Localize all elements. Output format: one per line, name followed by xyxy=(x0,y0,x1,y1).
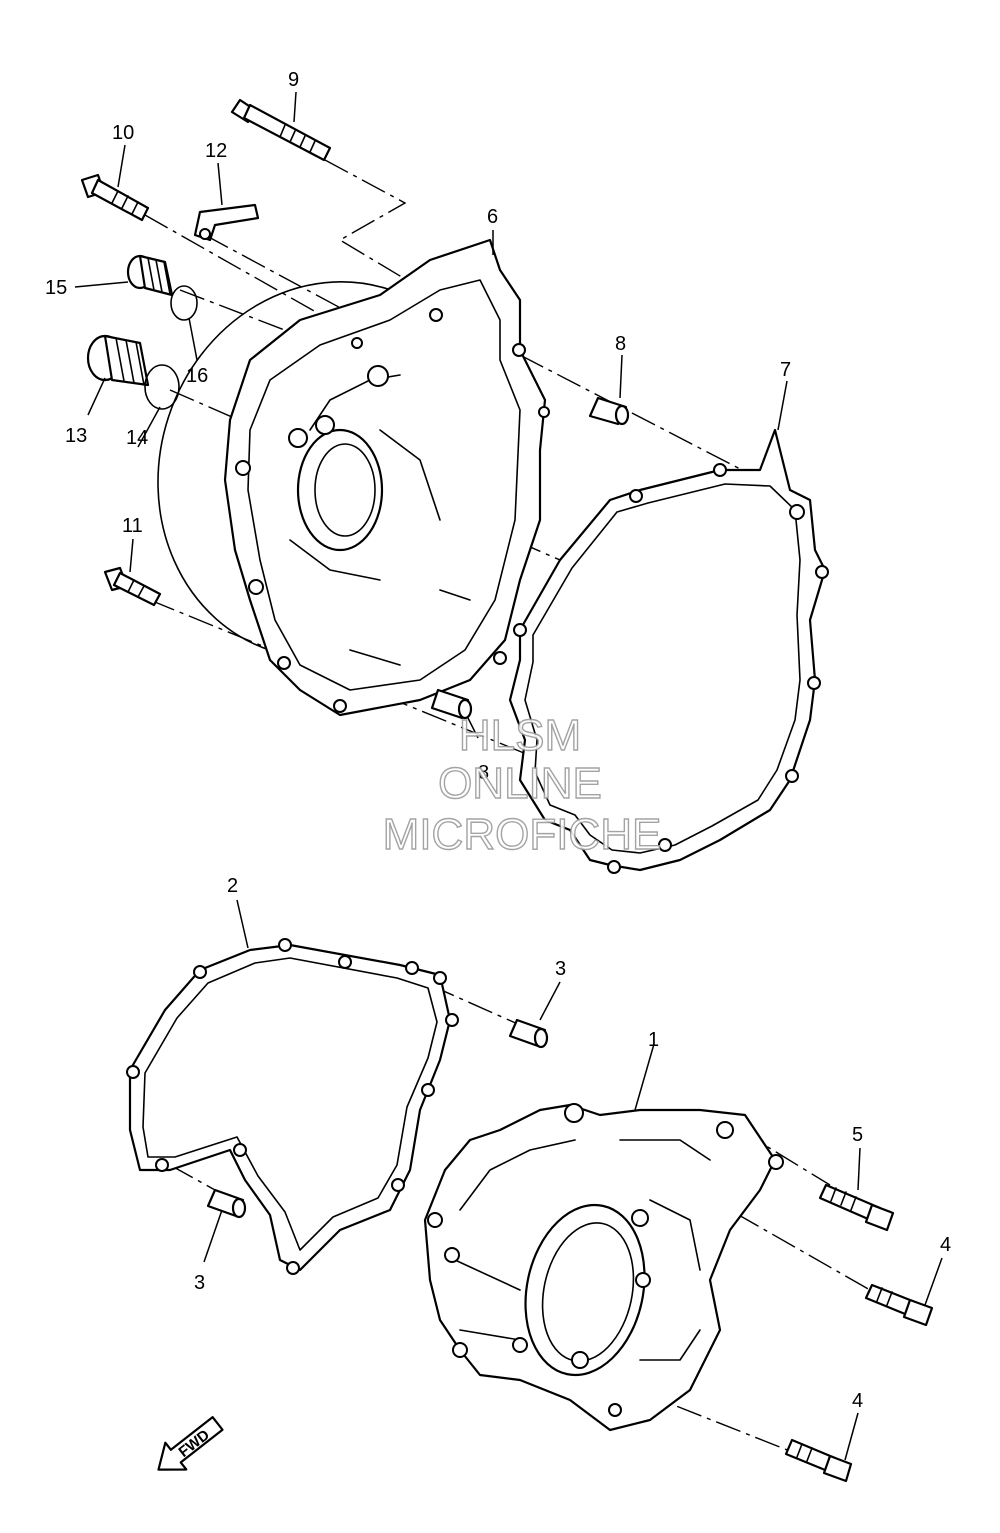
bolt-4-lower xyxy=(784,1438,853,1483)
callout-labels: 9 10 12 6 15 16 13 14 8 7 11 8 2 3 1 5 4… xyxy=(45,69,951,1412)
bolt-5 xyxy=(818,1183,895,1232)
bracket-12 xyxy=(193,203,260,242)
plug-15 xyxy=(126,254,174,297)
generator-cover xyxy=(423,1103,784,1432)
callout-15: 15 xyxy=(45,277,67,299)
callout-14: 14 xyxy=(126,427,148,449)
watermark-line-2: ONLINE xyxy=(438,759,602,808)
bolt-10 xyxy=(80,173,150,222)
callout-3-lower: 3 xyxy=(194,1272,205,1294)
watermark-line-1: HLSM xyxy=(459,711,581,760)
callout-13: 13 xyxy=(65,425,87,447)
dowel-pin-8-lower xyxy=(430,688,473,720)
callout-10: 10 xyxy=(112,122,134,144)
callout-2: 2 xyxy=(227,875,238,897)
callout-8-lower: 8 xyxy=(478,762,489,784)
callout-8-upper: 8 xyxy=(615,333,626,355)
callout-5: 5 xyxy=(852,1124,863,1146)
callout-6: 6 xyxy=(487,206,498,228)
dowel-pin-3-upper xyxy=(508,1018,549,1049)
bolt-11 xyxy=(103,566,162,607)
dowel-pin-8-upper xyxy=(588,396,630,426)
callout-4-lower: 4 xyxy=(852,1390,863,1412)
callout-1: 1 xyxy=(648,1029,659,1051)
leader-lines xyxy=(74,91,943,1461)
gasket-lower xyxy=(126,938,459,1275)
bolt-9 xyxy=(230,98,332,162)
callout-3-upper: 3 xyxy=(555,958,566,980)
forward-direction-arrow: FWD xyxy=(157,1416,224,1471)
callout-7: 7 xyxy=(780,359,791,381)
o-ring-16 xyxy=(170,285,198,321)
callout-11: 11 xyxy=(122,515,143,537)
dowel-pin-3-lower xyxy=(206,1188,247,1219)
bolt-4-upper xyxy=(864,1283,934,1327)
callout-4-upper: 4 xyxy=(940,1234,951,1256)
o-ring-14 xyxy=(144,364,180,410)
watermark: HLSM ONLINE MICROFICHE xyxy=(382,710,662,859)
crankcase-cover-upper xyxy=(157,238,550,717)
gasket-upper xyxy=(508,428,829,874)
plug-13 xyxy=(86,334,150,387)
callout-16: 16 xyxy=(186,365,208,387)
watermark-line-3: MICROFICHE xyxy=(383,810,662,859)
callout-12: 12 xyxy=(205,140,227,162)
callout-9: 9 xyxy=(288,69,299,91)
